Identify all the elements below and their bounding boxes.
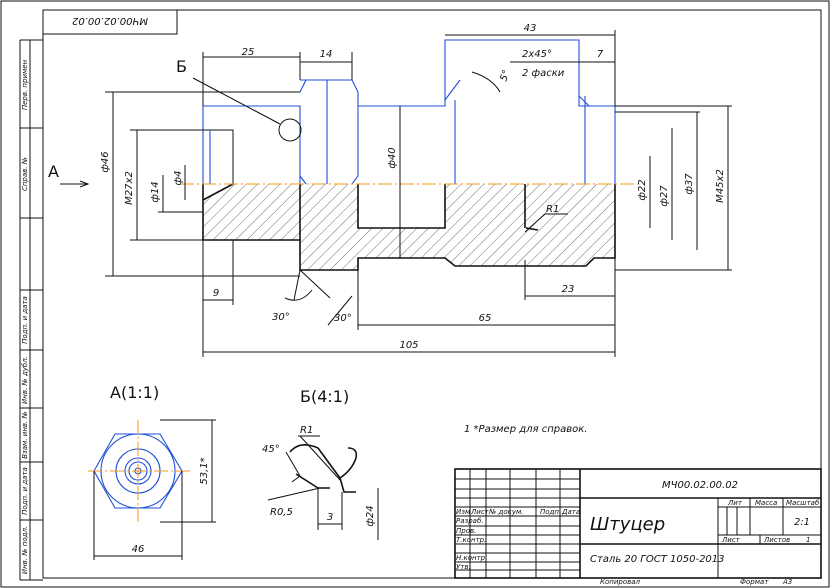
dim-m27: М27х2 — [124, 171, 135, 205]
note-text: 1 *Размер для справок. — [464, 424, 587, 435]
tb-listov-value: 1 — [806, 536, 810, 544]
tb-code: МЧ00.02.00.02 — [662, 480, 738, 491]
view-a-arrow-label: А — [48, 162, 59, 181]
mirrored-code: МЧ00.02.00.02 — [72, 15, 148, 26]
tb-format-value: А3 — [782, 578, 792, 586]
dim-chamfer: 2х45° — [522, 49, 552, 60]
dim-30-left: 30° — [272, 312, 290, 323]
tb-data: Дата — [561, 508, 580, 516]
dim-chamfer-count: 2 фаски — [522, 68, 565, 79]
dim-25: 25 — [242, 47, 255, 58]
tb-utv: Утв. — [456, 563, 471, 571]
sidebar-sprav: Справ. № — [21, 157, 29, 191]
tb-masshtab: Масштаб — [786, 499, 820, 507]
tb-material: Сталь 20 ГОСТ 1050-2013 — [590, 554, 725, 565]
tb-part-name: Штуцер — [590, 514, 665, 535]
dim-7: 7 — [597, 49, 604, 60]
dim-30-right: 30° — [334, 313, 352, 324]
view-a-title: А(1:1) — [110, 383, 159, 402]
view-b: Б(4:1) R1 45° R0,5 3 ф24 — [262, 387, 379, 540]
tb-format: Формат — [740, 578, 769, 586]
dim-angle-5: 5° — [498, 69, 512, 83]
tb-listov: Листов — [763, 536, 790, 544]
dim-phi40: ф40 — [387, 147, 398, 168]
dim-phi27: ф27 — [659, 185, 670, 207]
dim-phi37: ф37 — [684, 173, 695, 195]
code-stamp-box — [42, 9, 178, 35]
tb-t-kontr: Т.контр. — [456, 536, 486, 544]
dim-45deg: 45° — [262, 444, 280, 455]
sidebar-vzam-inv: Взам. инв. № — [21, 411, 29, 459]
tb-prov: Пров. — [456, 527, 476, 535]
sidebar-inv-dubl: Инв. № дубл. — [21, 356, 29, 404]
sidebar-inv-podl: Инв. № подл. — [21, 526, 29, 574]
dim-phi24: ф24 — [365, 505, 376, 526]
dim-m45: М45х2 — [715, 169, 726, 203]
sidebar-podp-data-2: Подп. и дата — [21, 467, 29, 515]
inner-frame — [42, 9, 822, 579]
sidebar-podp-data-1: Подп. и дата — [21, 296, 29, 344]
view-a: А(1:1) 46 53,1* — [88, 383, 216, 560]
dim-r1: R1 — [546, 204, 559, 215]
dim-9: 9 — [213, 288, 219, 299]
dim-23: 23 — [562, 284, 575, 295]
tb-list: Лист — [721, 536, 741, 544]
sidebar-perv-primen: Перв. примен — [21, 59, 29, 110]
tb-izm: Изм — [456, 508, 471, 516]
dim-r05: R0,5 — [270, 507, 293, 518]
dim-43: 43 — [524, 23, 537, 34]
dim-phi14: ф14 — [150, 181, 161, 202]
tb-scale-value: 2:1 — [794, 517, 810, 528]
dim-46-view-a: 46 — [132, 544, 145, 555]
dim-phi46: ф46 — [100, 151, 111, 172]
tb-kopiroval: Копировал — [600, 578, 641, 586]
tb-n-kontr: Н.контр. — [456, 554, 487, 562]
dim-phi4: ф4 — [173, 171, 184, 186]
tb-n-dokum: № докум. — [488, 508, 524, 516]
tb-massa: Масса — [755, 499, 777, 507]
tb-razrab: Разраб. — [456, 517, 484, 525]
title-block: Изм Лист № докум. Подп. Дата Разраб. Про… — [454, 468, 822, 586]
dim-65: 65 — [479, 313, 492, 324]
tb-lit: Лит — [727, 499, 743, 507]
dim-53-1: 53,1* — [199, 457, 210, 484]
dim-105: 105 — [399, 340, 418, 351]
view-b-title: Б(4:1) — [300, 387, 349, 406]
dim-phi22: ф22 — [637, 179, 648, 200]
tb-list-col: Лист — [470, 508, 490, 516]
dim-3: 3 — [327, 512, 333, 523]
section-b-label: Б — [176, 57, 187, 76]
main-view: Б А 25 14 43 7 2х45° 2 фаски 5° ф46 М27х… — [48, 23, 732, 357]
dim-r1-view-b: R1 — [300, 425, 313, 436]
dim-14: 14 — [320, 49, 333, 60]
tb-podp: Подп. — [540, 508, 561, 516]
